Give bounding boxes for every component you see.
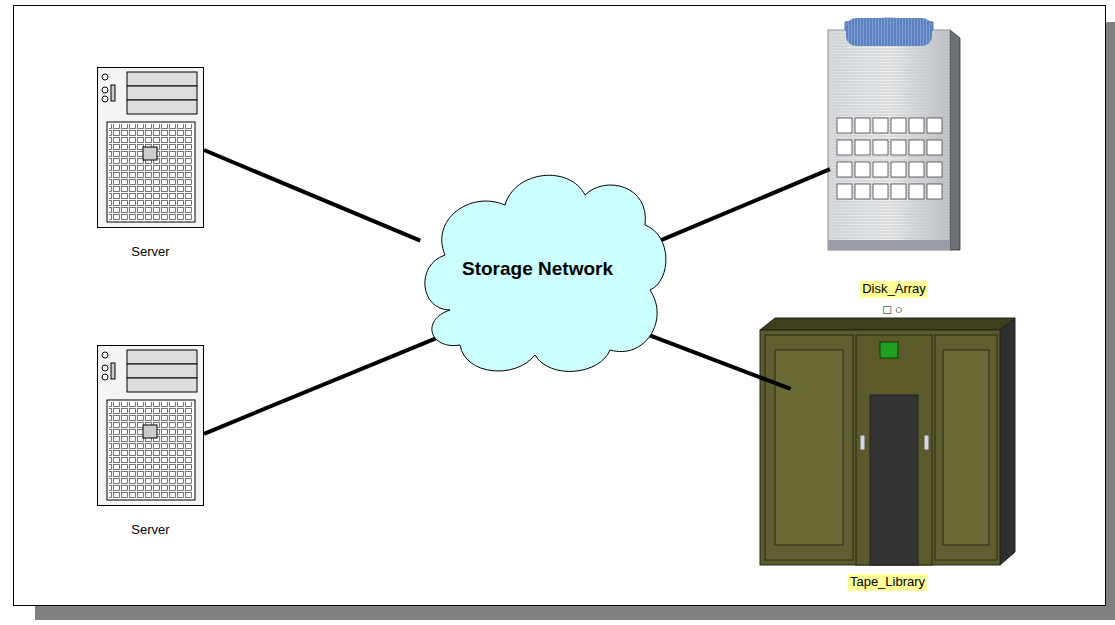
disk-slot xyxy=(855,118,870,133)
disk-slot xyxy=(909,184,924,199)
disk-slot xyxy=(855,184,870,199)
network-link xyxy=(204,330,456,434)
disk-array-node: Disk_Array xyxy=(828,18,960,298)
network-link xyxy=(204,150,420,241)
disk-slot xyxy=(837,162,852,177)
disk-slot xyxy=(855,162,870,177)
disk-slot xyxy=(837,184,852,199)
server-icon xyxy=(98,346,204,506)
disk-slot xyxy=(837,118,852,133)
disk-slot xyxy=(927,184,942,199)
network-link xyxy=(660,169,830,240)
disk-slot xyxy=(909,118,924,133)
node-label: Server xyxy=(131,523,169,538)
disk-slot xyxy=(837,140,852,155)
disk-slot xyxy=(909,140,924,155)
disk-slot xyxy=(909,162,924,177)
server-node: Server xyxy=(97,345,204,538)
node-label: Disk_Array xyxy=(860,281,928,298)
server-icon xyxy=(98,68,204,228)
disk-slot xyxy=(891,162,906,177)
disk-slot xyxy=(873,162,888,177)
disk-slot xyxy=(891,140,906,155)
status-symbols: □ ○ xyxy=(883,302,902,317)
disk-slot xyxy=(873,140,888,155)
tape-library-node: Tape_Library xyxy=(760,318,1015,591)
disk-slot xyxy=(891,118,906,133)
network-cloud: Storage Network xyxy=(410,160,665,378)
disk-slot xyxy=(873,118,888,133)
node-label: Tape_Library xyxy=(848,574,927,591)
disk-slot xyxy=(927,118,942,133)
server-node: Server xyxy=(97,67,204,260)
disk-slot xyxy=(855,140,870,155)
tape-library-icon xyxy=(760,318,1015,565)
disk-slot xyxy=(927,162,942,177)
disk-array-icon xyxy=(828,18,960,250)
node-label: Server xyxy=(131,245,169,260)
disk-slot xyxy=(927,140,942,155)
frame xyxy=(14,6,1106,606)
disk-slot xyxy=(891,184,906,199)
node-label: Storage Network xyxy=(462,258,613,280)
disk-slot xyxy=(873,184,888,199)
